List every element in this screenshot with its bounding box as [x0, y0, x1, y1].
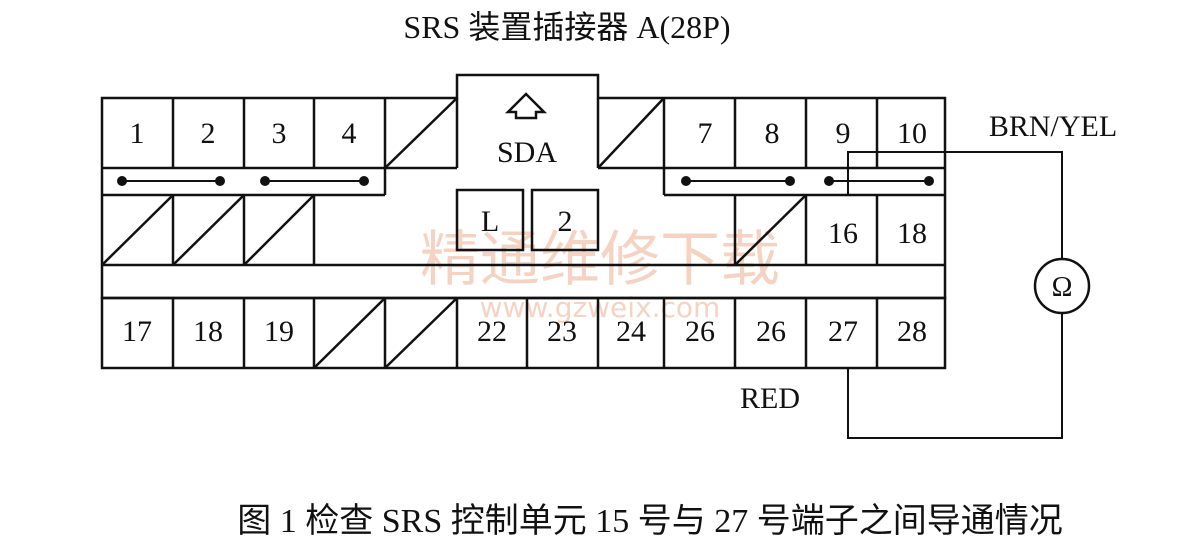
pin-label-27: 27 [828, 315, 858, 348]
shorting-bars [117, 176, 934, 186]
small-pin-l: L [481, 205, 499, 238]
meter-wiring [847, 151, 1063, 439]
ohm-symbol: Ω [1052, 272, 1073, 303]
pin-label-9: 9 [836, 117, 851, 150]
diagram-title: SRS 装置插接器 A(28P) [403, 9, 730, 45]
pin-label-23: 23 [547, 315, 577, 348]
pin-label-26a: 26 [685, 315, 715, 348]
pin-label-8: 8 [765, 117, 780, 150]
pin-label-28: 28 [897, 315, 927, 348]
watermark-url: www.gzweix.com [480, 291, 721, 324]
pin-label-3: 3 [272, 117, 287, 150]
wire-label-brn-yel: BRN/YEL [989, 110, 1117, 143]
pin-label-16: 16 [828, 217, 858, 250]
sda-label: SDA [497, 136, 557, 169]
ohmmeter-icon [1033, 257, 1091, 315]
wire-label-red: RED [740, 382, 800, 415]
small-pin-2: 2 [558, 205, 573, 238]
pin-label-17: 17 [122, 315, 152, 348]
pin-label-18-mid: 18 [897, 217, 927, 250]
pin-label-26b: 26 [756, 315, 786, 348]
connector-body [100, 73, 947, 370]
pin-label-7: 7 [698, 117, 713, 150]
figure-caption: 图 1 检查 SRS 控制单元 15 号与 27 号端子之间导通情况 [237, 502, 1063, 540]
pin-label-4: 4 [342, 117, 357, 150]
pin-label-24: 24 [616, 315, 646, 348]
pin-label-18: 18 [193, 315, 223, 348]
pin-label-10: 10 [897, 117, 927, 150]
pin-label-19: 19 [264, 315, 294, 348]
watermark-text: 精通维修下载 [420, 225, 780, 295]
pin-label-1: 1 [130, 117, 145, 150]
pin-label-2: 2 [201, 117, 216, 150]
pin-label-22: 22 [477, 315, 507, 348]
